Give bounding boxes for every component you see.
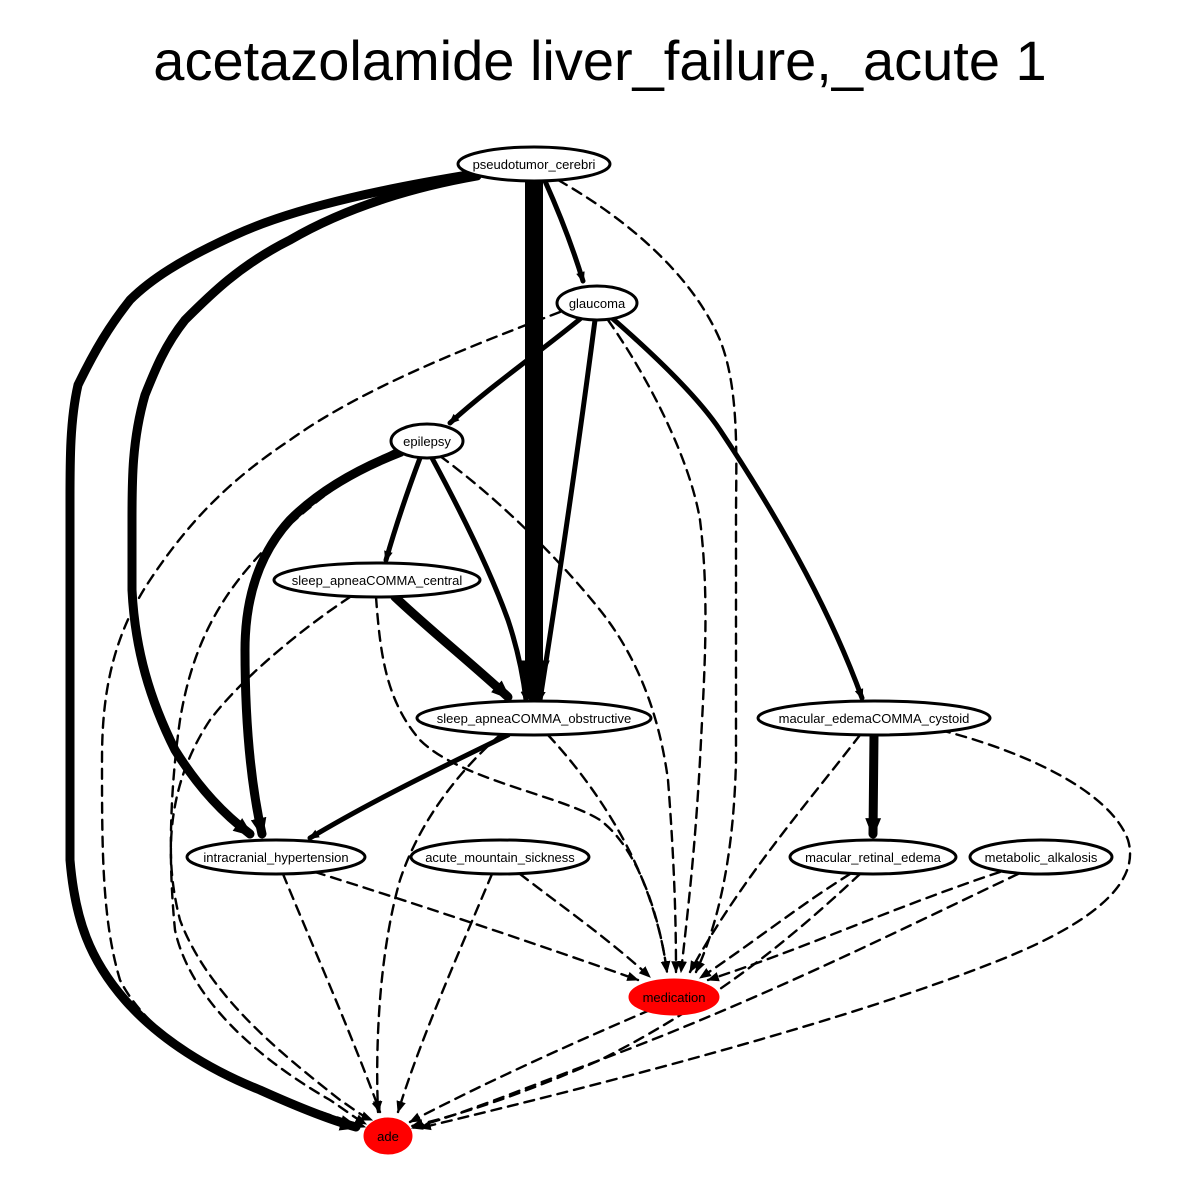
edge-medication-to-ade	[408, 1008, 652, 1124]
node-pseudotumor_cerebri: pseudotumor_cerebri	[456, 145, 612, 183]
edge-sleep_apnea_central-to-ade	[169, 595, 374, 1122]
node-label-sleep_apnea_obstructive: sleep_apneaCOMMA_obstructive	[437, 711, 631, 726]
edge-acute_mountain_sickness-to-ade	[396, 872, 494, 1114]
node-intracranial_hypertension: intracranial_hypertension	[185, 838, 367, 876]
node-shape-glaucoma	[555, 284, 639, 322]
node-glaucoma: glaucoma	[555, 284, 639, 322]
edge-glaucoma-to-medication	[606, 318, 707, 974]
edge-sleep_apnea_obstructive-to-medication	[546, 733, 671, 974]
node-label-metabolic_alkalosis: metabolic_alkalosis	[985, 850, 1098, 865]
edge-glaucoma-to-epilepsy	[447, 316, 583, 426]
edge-glaucoma-to-sleep_apnea_obstructive	[537, 317, 598, 703]
node-shape-sleep_apnea_obstructive	[415, 699, 653, 737]
edge-epilepsy-to-sleep_apnea_obstructive	[429, 455, 530, 703]
node-sleep_apnea_obstructive: sleep_apneaCOMMA_obstructive	[415, 699, 653, 737]
edge-epilepsy-to-medication	[438, 454, 681, 974]
node-shape-pseudotumor_cerebri	[456, 145, 612, 183]
edge-macular_edema_cystoid-to-ade	[418, 728, 1132, 1131]
node-shape-medication	[628, 978, 720, 1016]
edge-glaucoma-to-macular_edema_cystoid	[609, 315, 865, 701]
node-shape-macular_edema_cystoid	[756, 699, 992, 737]
edge-pseudotumor_cerebri-to-medication	[556, 178, 738, 974]
edge-metabolic_alkalosis-to-medication	[706, 870, 1002, 982]
edge-epilepsy-to-sleep_apnea_central	[383, 455, 423, 563]
edge-pseudotumor_cerebri-to-intracranial_hypertension	[127, 171, 482, 839]
node-label-pseudotumor_cerebri: pseudotumor_cerebri	[473, 157, 596, 172]
node-label-macular_retinal_edema: macular_retinal_edema	[805, 850, 942, 865]
node-macular_edema_cystoid: macular_edemaCOMMA_cystoid	[756, 699, 992, 737]
node-label-intracranial_hypertension: intracranial_hypertension	[203, 850, 348, 865]
edges-layer	[65, 169, 1132, 1132]
edge-intracranial_hypertension-to-medication	[313, 870, 640, 982]
edge-pseudotumor_cerebri-to-ade	[65, 169, 479, 1132]
edge-epilepsy-to-ade	[169, 448, 397, 1126]
edge-sleep_apnea_obstructive-to-ade	[372, 733, 502, 1114]
node-ade: ade	[363, 1117, 413, 1155]
edge-pseudotumor_cerebri-to-glaucoma	[542, 178, 586, 284]
node-label-glaucoma: glaucoma	[569, 296, 626, 311]
edge-macular_edema_cystoid-to-medication	[688, 733, 862, 974]
node-label-medication: medication	[643, 990, 706, 1005]
node-shape-intracranial_hypertension	[185, 838, 367, 876]
edge-sleep_apnea_central-to-sleep_apnea_obstructive	[390, 592, 513, 702]
edge-macular_retinal_edema-to-medication	[698, 872, 852, 980]
node-sleep_apnea_central: sleep_apneaCOMMA_central	[272, 561, 482, 599]
node-label-ade: ade	[377, 1129, 399, 1144]
node-label-acute_mountain_sickness: acute_mountain_sickness	[425, 850, 575, 865]
edge-macular_edema_cystoid-to-macular_retinal_edema	[865, 730, 882, 839]
node-medication: medication	[628, 978, 720, 1016]
node-label-sleep_apnea_central: sleep_apneaCOMMA_central	[292, 573, 463, 588]
edge-intracranial_hypertension-to-ade	[281, 872, 382, 1114]
edge-metabolic_alkalosis-to-ade	[410, 872, 1020, 1130]
edge-glaucoma-to-ade	[100, 310, 562, 1129]
edge-epilepsy-to-intracranial_hypertension	[240, 447, 406, 839]
nodes-layer: pseudotumor_cerebri glaucoma epilepsy sleep…	[185, 145, 1114, 1155]
graph-title: acetazolamide liver_failure,_acute 1	[153, 29, 1047, 92]
node-shape-sleep_apnea_central	[272, 561, 482, 599]
edge-acute_mountain_sickness-to-medication	[518, 872, 652, 979]
node-shape-metabolic_alkalosis	[968, 838, 1114, 876]
node-acute_mountain_sickness: acute_mountain_sickness	[409, 838, 591, 876]
edge-sleep_apnea_obstructive-to-intracranial_hypertension	[307, 732, 511, 841]
node-epilepsy: epilepsy	[389, 422, 465, 460]
node-macular_retinal_edema: macular_retinal_edema	[788, 838, 958, 876]
node-label-epilepsy: epilepsy	[403, 434, 451, 449]
node-shape-acute_mountain_sickness	[409, 838, 591, 876]
edge-sleep_apnea_central-to-medication	[374, 595, 671, 974]
node-shape-macular_retinal_edema	[788, 838, 958, 876]
node-shape-epilepsy	[389, 422, 465, 460]
node-shape-ade	[363, 1117, 413, 1155]
node-metabolic_alkalosis: metabolic_alkalosis	[968, 838, 1114, 876]
node-label-macular_edema_cystoid: macular_edemaCOMMA_cystoid	[779, 711, 970, 726]
